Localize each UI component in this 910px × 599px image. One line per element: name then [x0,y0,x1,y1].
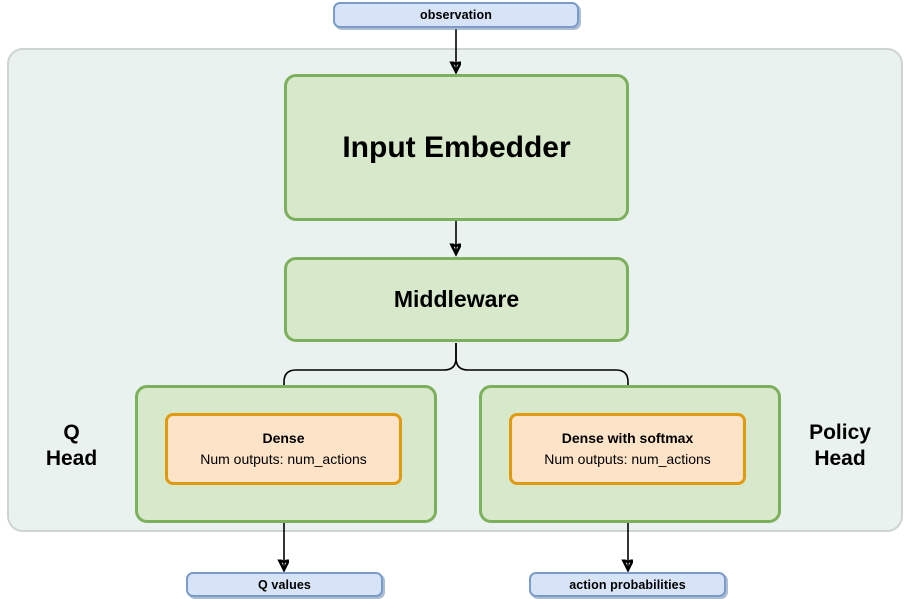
action-probabilities-box[interactable]: action probabilities [529,572,726,597]
observation-box[interactable]: observation [333,2,579,28]
policy-head-dense-title: Dense with softmax [561,429,694,446]
q-values-label: Q values [258,577,311,592]
q-values-box[interactable]: Q values [186,572,383,597]
q-head-label: Q Head [45,421,98,470]
input-embedder-module[interactable]: Input Embedder [284,74,629,221]
input-embedder-label: Input Embedder [342,130,571,164]
middleware-label: Middleware [393,286,520,312]
observation-label: observation [420,8,492,22]
policy-head-label: Policy Head [809,421,871,470]
q-head-dense-title: Dense [262,429,305,446]
action-probabilities-label: action probabilities [569,577,686,592]
middleware-module[interactable]: Middleware [284,257,629,342]
policy-head-dense-layer[interactable]: Dense with softmax Num outputs: num_acti… [509,413,746,485]
q-head-dense-subtitle: Num outputs: num_actions [200,451,367,467]
q-head-dense-layer[interactable]: Dense Num outputs: num_actions [165,413,402,485]
policy-head-dense-subtitle: Num outputs: num_actions [544,451,711,467]
